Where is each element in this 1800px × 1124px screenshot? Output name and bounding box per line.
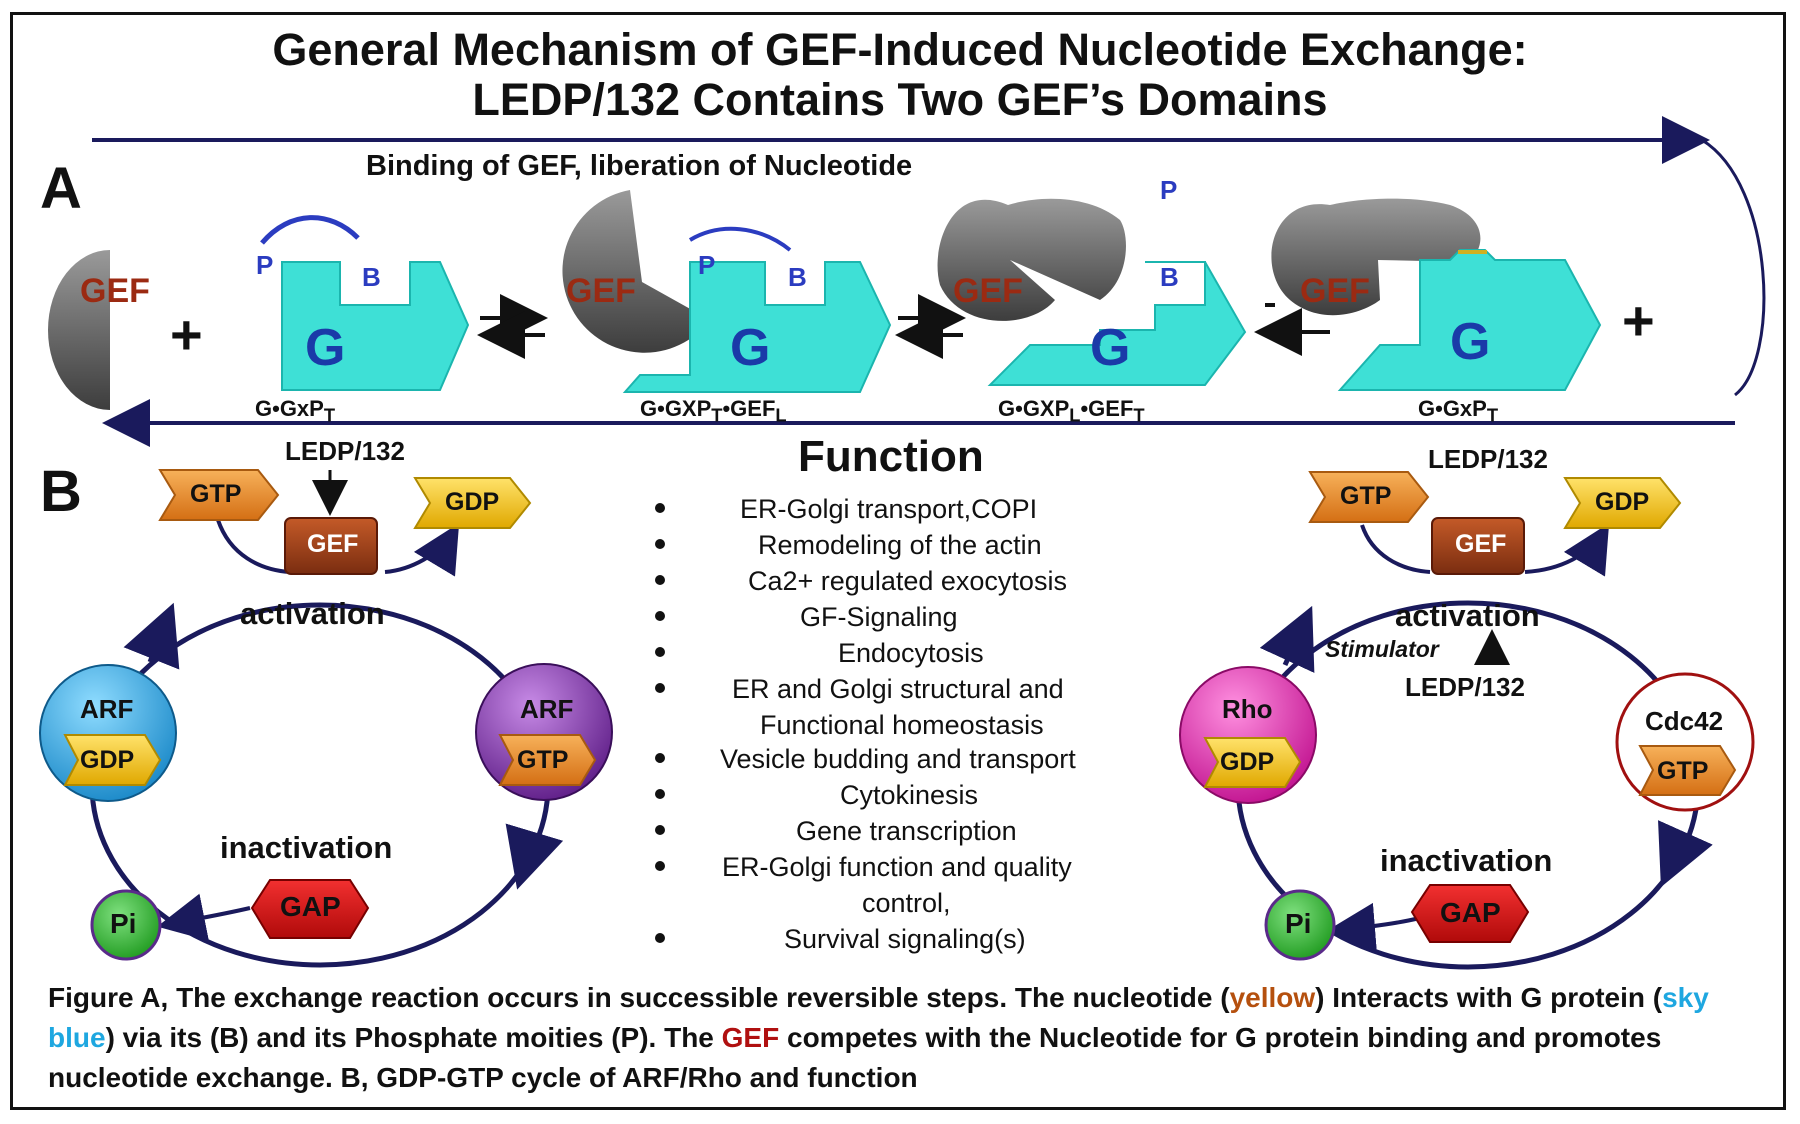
g-label-2: G <box>730 319 771 377</box>
g-protein-3 <box>987 261 1247 386</box>
function-item-7: Functional homeostasis <box>760 710 1044 740</box>
right-gdp-chevron <box>1563 477 1682 529</box>
function-item-10: Gene transcription <box>796 816 1017 846</box>
p-label-1: P <box>256 250 274 280</box>
left-gtp-label: GTP <box>190 480 242 508</box>
left-ledp-label: LEDP/132 <box>285 436 405 466</box>
gef-shape-3 <box>937 198 1126 321</box>
function-item-8: Vesicle budding and transport <box>720 744 1076 774</box>
right-gap <box>1410 884 1530 943</box>
left-gap-label: GAP <box>280 891 341 922</box>
function-heading: Function <box>798 432 984 481</box>
gef-label-3: GEF <box>953 272 1023 310</box>
right-arf-nuc: GTP <box>517 746 569 774</box>
function-item-11: ER-Golgi function and quality <box>722 852 1072 882</box>
function-item-4: GF-Signaling <box>800 602 958 632</box>
panel-b-letter: B <box>40 459 82 524</box>
rho-nuc-label: GDP <box>1220 748 1275 776</box>
right-ledp-bottom-label: LEDP/132 <box>1405 672 1525 702</box>
b-label-1: B <box>362 262 381 292</box>
function-item-6: ER and Golgi structural and <box>732 674 1064 704</box>
right-gtp-chevron <box>1308 471 1430 523</box>
gef-shape-1 <box>48 250 110 410</box>
title-line-1: General Mechanism of GEF-Induced Nucleot… <box>272 24 1528 75</box>
gef-label-2: GEF <box>566 272 636 310</box>
left-pi <box>90 889 162 961</box>
gef-shape-4 <box>1271 198 1481 316</box>
cdc42-nuc-label: GTP <box>1657 757 1709 785</box>
right-pi <box>1264 889 1336 961</box>
right-gtp-label: GTP <box>1340 482 1392 510</box>
plus-right: + <box>1622 289 1655 352</box>
left-gap <box>250 879 370 939</box>
function-item-1: ER-Golgi transport,COPI <box>740 494 1038 524</box>
function-item-2: Remodeling of the actin <box>758 530 1042 560</box>
state-label-2: G•GXPT•GEFL <box>640 396 787 426</box>
right-ledp-top-label: LEDP/132 <box>1428 444 1548 474</box>
figure-caption: Figure A, The exchange reaction occurs i… <box>48 982 1709 1093</box>
p-label-3: P <box>1160 175 1178 205</box>
reverse-arrow-3 <box>1254 303 1330 356</box>
left-inactivation-label: inactivation <box>220 830 393 865</box>
state-label-4: G•GxPT <box>1418 396 1499 426</box>
left-activation-label: activation <box>240 596 385 631</box>
g-protein-4 <box>1337 249 1602 391</box>
figure-frame <box>10 12 1786 1110</box>
panel-a-top-label: Binding of GEF, liberation of Nucleotide <box>366 150 913 182</box>
right-gef-box <box>1431 517 1525 575</box>
g-label-1: G <box>305 319 346 377</box>
function-item-13: Survival signaling(s) <box>784 924 1026 954</box>
cdc42-label: Cdc42 <box>1645 706 1724 736</box>
function-item-9: Cytokinesis <box>840 780 979 810</box>
left-gdp-chevron <box>413 477 532 529</box>
rho-label: Rho <box>1222 694 1273 724</box>
g-protein-1 <box>260 215 470 391</box>
p-label-2: P <box>698 250 716 280</box>
gef-label-4: GEF <box>1300 272 1370 310</box>
gef-label-1: GEF <box>80 272 150 310</box>
left-gef-box <box>284 517 378 575</box>
stimulator-label: Stimulator <box>1325 636 1439 662</box>
b-label-3: B <box>1160 262 1179 292</box>
g-label-3: G <box>1090 319 1131 377</box>
right-inactivation-label: inactivation <box>1380 843 1553 878</box>
equilibrium-arrow-1 <box>477 294 548 359</box>
left-gef-label: GEF <box>307 530 359 558</box>
g-label-4: G <box>1450 313 1491 371</box>
state-label-1: G•GxPT <box>255 396 336 426</box>
right-pi-label: Pi <box>1285 908 1312 939</box>
function-bullets <box>655 503 665 943</box>
right-gap-label: GAP <box>1440 897 1501 928</box>
left-pi-label: Pi <box>110 908 137 939</box>
left-arf-nuc: GDP <box>80 746 135 774</box>
right-gdp-label: GDP <box>1595 488 1650 516</box>
left-gtp-chevron <box>158 469 280 521</box>
function-item-5: Endocytosis <box>838 638 984 668</box>
b-label-2: B <box>788 262 807 292</box>
panel-a-letter: A <box>40 156 82 221</box>
right-gef-label: GEF <box>1455 530 1507 558</box>
right-arf-label: ARF <box>520 694 574 724</box>
function-item-12: control, <box>862 888 951 918</box>
function-item-3: Ca2+ regulated exocytosis <box>748 566 1067 596</box>
state-label-3: G•GXPL•GEFT <box>998 396 1145 426</box>
title-line-2: LEDP/132 Contains Two GEF’s Domains <box>472 74 1328 125</box>
gef-shape-2 <box>562 190 710 353</box>
left-gdp-label: GDP <box>445 488 500 516</box>
equilibrium-arrow-2 <box>895 294 966 359</box>
return-arc <box>1701 138 1766 397</box>
plus-left: + <box>170 303 203 366</box>
g-protein-2 <box>622 226 892 393</box>
right-activation-label: activation <box>1395 598 1540 633</box>
left-arf-label: ARF <box>80 694 134 724</box>
